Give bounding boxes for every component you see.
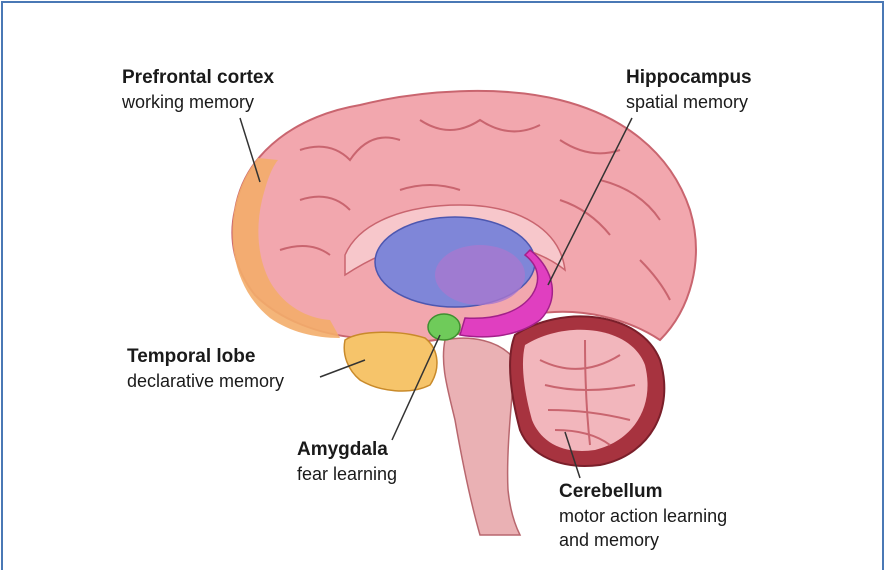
- temporal-lobe-region: [344, 332, 437, 391]
- label-cerebellum: Cerebellum motor action learning and mem…: [559, 480, 727, 552]
- label-temporal-title: Temporal lobe: [127, 345, 284, 369]
- label-temporal-subtitle: declarative memory: [127, 369, 284, 393]
- label-hippocampus-subtitle: spatial memory: [626, 90, 752, 114]
- label-prefrontal-subtitle: working memory: [122, 90, 274, 114]
- label-prefrontal: Prefrontal cortex working memory: [122, 66, 274, 114]
- label-hippocampus: Hippocampus spatial memory: [626, 66, 752, 114]
- thalamus-inner: [435, 245, 525, 305]
- amygdala: [428, 314, 460, 340]
- cerebellum: [510, 316, 664, 466]
- label-cerebellum-title: Cerebellum: [559, 480, 727, 504]
- label-amygdala: Amygdala fear learning: [297, 438, 397, 486]
- brainstem: [443, 338, 520, 535]
- label-temporal: Temporal lobe declarative memory: [127, 345, 284, 393]
- label-cerebellum-subtitle-1: motor action learning: [559, 504, 727, 528]
- label-amygdala-title: Amygdala: [297, 438, 397, 462]
- label-amygdala-subtitle: fear learning: [297, 462, 397, 486]
- label-prefrontal-title: Prefrontal cortex: [122, 66, 274, 90]
- label-hippocampus-title: Hippocampus: [626, 66, 752, 90]
- label-cerebellum-subtitle-2: and memory: [559, 528, 727, 552]
